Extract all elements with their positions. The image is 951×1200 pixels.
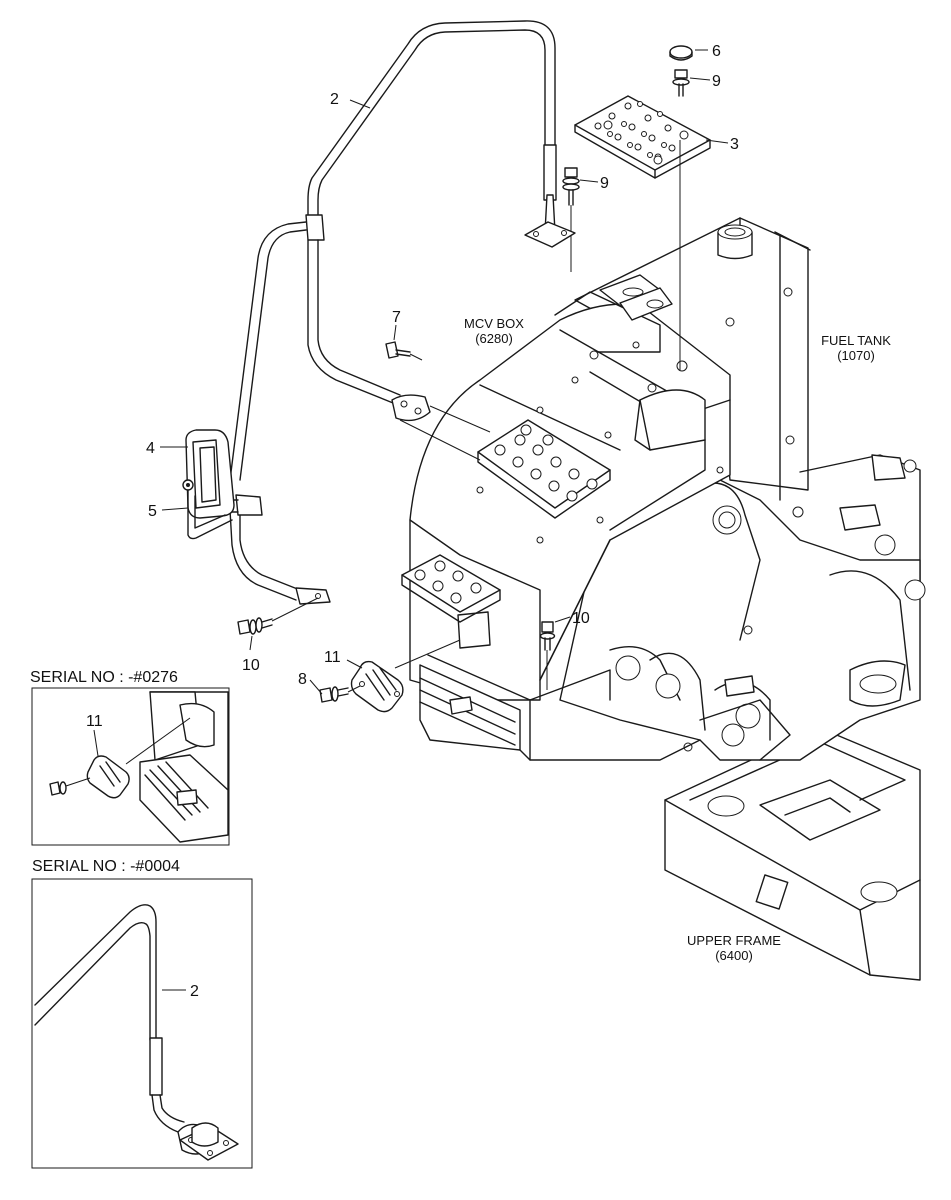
fuel-tank-code: (1070)	[837, 348, 875, 363]
upper-frame-body	[664, 727, 921, 981]
main-frame	[559, 479, 926, 761]
inset-serial-0276-title: SERIAL NO : -#0276	[30, 669, 178, 686]
callout-3: 3	[730, 136, 739, 153]
inset-serial-0004-title: SERIAL NO : -#0004	[32, 858, 180, 875]
part-10-bolt-left	[237, 597, 319, 635]
callout-10-left: 10	[242, 657, 260, 674]
callout-10-right: 10	[572, 610, 590, 627]
inset-callout-2: 2	[190, 983, 199, 1000]
inset-serial-0004: SERIAL NO : -#0004 2	[31, 858, 253, 1169]
mcv-box	[409, 274, 731, 761]
part-5-mirror-bracket	[182, 479, 233, 540]
callout-6: 6	[712, 43, 721, 60]
callout-5: 5	[148, 503, 157, 520]
callout-7: 7	[392, 309, 401, 326]
inset-serial-0276: SERIAL NO : -#0276 11	[30, 669, 230, 846]
step-plate-upper	[477, 419, 611, 519]
part-3-step-plate	[574, 95, 711, 370]
inset-callout-11: 11	[86, 713, 103, 730]
part-6-cap	[669, 45, 693, 61]
upper-frame-label: UPPER FRAME	[687, 933, 781, 948]
part-9-bolt-lower	[562, 167, 580, 272]
part-9-bolt-upper	[672, 69, 690, 97]
part-8-bolt	[319, 685, 361, 703]
callout-11: 11	[324, 649, 341, 666]
upper-frame-code: (6400)	[715, 948, 753, 963]
callout-9-lower: 9	[600, 175, 609, 192]
mcv-box-code: (6280)	[475, 331, 513, 346]
step-plate-lower	[401, 554, 501, 623]
callout-8: 8	[298, 671, 307, 688]
part-10-bolt-right	[539, 621, 556, 690]
part-4-mirror	[185, 429, 235, 519]
callout-9-upper: 9	[712, 73, 721, 90]
part-2-handrail	[227, 20, 576, 605]
part-7-screw	[385, 341, 423, 361]
mcv-box-label: MCV BOX	[464, 316, 524, 331]
fuel-tank-label: FUEL TANK	[821, 333, 891, 348]
callout-2: 2	[330, 91, 339, 108]
callout-leaders	[160, 49, 729, 695]
callout-4: 4	[146, 440, 155, 457]
